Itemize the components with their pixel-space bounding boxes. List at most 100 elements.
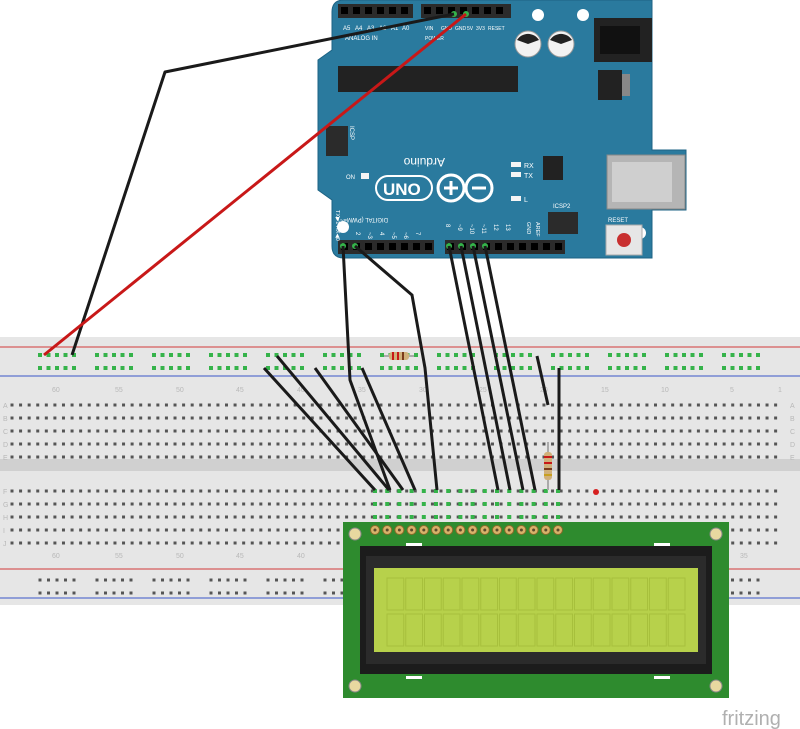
rail-hole xyxy=(47,578,50,582)
bb-hole xyxy=(611,489,615,493)
bb-hole xyxy=(216,515,220,519)
connected-hole xyxy=(556,489,560,493)
rail-hole xyxy=(235,578,238,582)
connected-hole xyxy=(120,366,125,370)
bb-hole xyxy=(336,489,340,493)
bb-hole xyxy=(242,416,246,420)
connected-hole xyxy=(266,366,270,370)
bb-hole xyxy=(748,515,752,519)
bb-hole xyxy=(319,403,323,407)
col-number: 55 xyxy=(115,553,123,560)
bb-hole xyxy=(87,541,91,545)
bb-hole xyxy=(619,515,623,519)
bb-hole xyxy=(327,442,331,446)
lcd-pin-hole xyxy=(495,528,499,532)
lcd-char-cell xyxy=(611,577,630,611)
bb-hole xyxy=(10,429,14,433)
bb-hole xyxy=(559,455,563,459)
bb-hole xyxy=(190,429,194,433)
bb-hole xyxy=(705,403,709,407)
bb-hole xyxy=(602,403,606,407)
connected-hole xyxy=(519,502,524,506)
bb-hole xyxy=(353,489,357,493)
bb-hole xyxy=(662,416,666,420)
rail-hole xyxy=(332,578,335,582)
connected-hole xyxy=(209,366,213,370)
resistor-vertical xyxy=(544,442,552,490)
bb-hole xyxy=(302,528,306,532)
bb-hole xyxy=(379,515,383,519)
connected-hole xyxy=(528,366,532,370)
bb-hole xyxy=(302,455,306,459)
wire-5v-to-rail xyxy=(43,12,467,357)
bb-hole xyxy=(242,489,246,493)
bb-hole xyxy=(731,442,735,446)
bb-hole xyxy=(10,515,14,519)
connected-hole xyxy=(454,353,458,357)
connected-hole xyxy=(722,366,726,370)
bb-hole xyxy=(182,528,186,532)
bb-hole xyxy=(362,502,366,506)
bb-hole xyxy=(671,455,675,459)
bb-hole xyxy=(310,416,314,420)
bb-hole xyxy=(576,416,580,420)
bb-hole xyxy=(413,489,417,493)
bb-hole xyxy=(87,489,91,493)
col-number: 45 xyxy=(236,387,244,394)
connected-hole xyxy=(568,366,572,370)
bb-hole xyxy=(516,429,520,433)
bb-hole xyxy=(139,515,143,519)
connected-hole xyxy=(551,366,555,370)
lcd-char-cell xyxy=(630,577,648,611)
connected-hole xyxy=(120,353,125,357)
bb-hole xyxy=(19,455,23,459)
bb-hole xyxy=(345,489,349,493)
bb-hole xyxy=(645,416,649,420)
row-letters: A B C D E F G H I J A B C D E xyxy=(3,403,795,548)
bb-hole xyxy=(722,403,726,407)
rail-hole xyxy=(756,578,760,582)
bb-hole xyxy=(293,403,297,407)
reset-button[interactable] xyxy=(617,233,631,247)
pin-label: GND xyxy=(455,26,467,32)
bb-hole xyxy=(293,515,297,519)
bb-hole xyxy=(36,455,40,459)
connected-hole xyxy=(112,366,116,370)
bb-hole xyxy=(182,416,186,420)
bb-hole xyxy=(27,416,31,420)
connected-hole xyxy=(633,353,638,357)
bb-hole xyxy=(611,515,615,519)
connected-hole xyxy=(437,366,441,370)
bb-hole xyxy=(285,528,289,532)
bb-hole xyxy=(113,502,117,506)
bb-hole xyxy=(722,502,726,506)
bb-hole xyxy=(722,442,726,446)
bb-hole xyxy=(147,502,151,506)
bb-hole xyxy=(516,502,520,506)
bb-hole xyxy=(70,442,74,446)
bb-hole xyxy=(267,528,271,532)
bb-hole xyxy=(370,429,374,433)
bb-hole xyxy=(473,489,477,493)
bb-hole xyxy=(130,429,134,433)
connected-hole xyxy=(373,489,377,493)
bb-hole xyxy=(327,528,331,532)
rail-hole xyxy=(186,591,190,595)
lcd-pin-hole xyxy=(446,528,450,532)
bb-hole xyxy=(774,502,778,506)
connected-hole xyxy=(95,366,99,370)
header-hole xyxy=(460,7,467,14)
bb-hole xyxy=(619,502,623,506)
reset-label: RESET xyxy=(608,218,628,224)
bb-hole xyxy=(679,416,683,420)
bb-hole xyxy=(542,429,546,433)
mount-hole xyxy=(532,9,544,21)
connected-hole xyxy=(409,515,414,519)
connected-hole xyxy=(531,489,536,493)
connected-hole xyxy=(129,366,133,370)
bb-hole xyxy=(611,502,615,506)
fritzing-watermark: fritzing xyxy=(722,708,781,729)
bb-hole xyxy=(499,429,503,433)
connected-hole xyxy=(421,515,426,519)
icsp2-label: ICSP2 xyxy=(553,204,571,210)
